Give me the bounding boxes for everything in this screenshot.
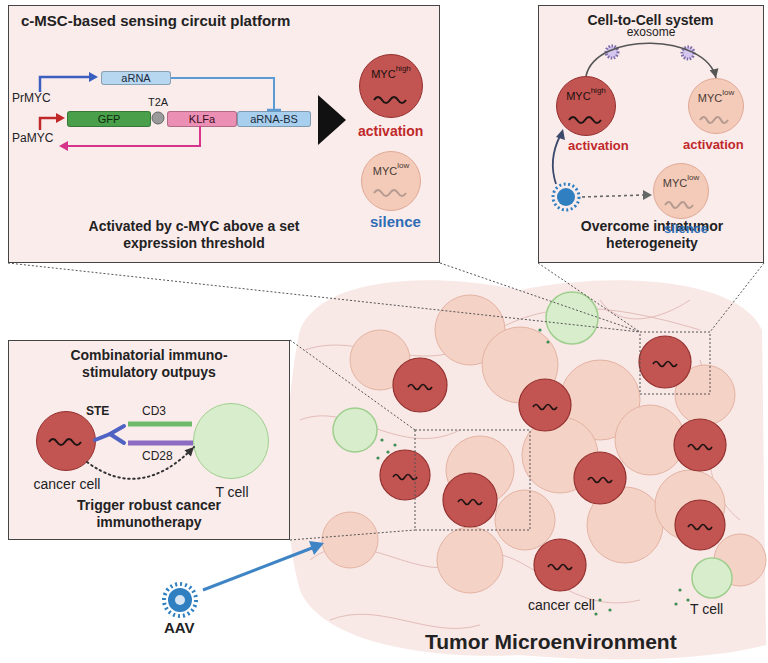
cell-name: cancer cell	[7, 476, 127, 492]
gene-name: MYC	[663, 177, 687, 189]
gene-name: MYC	[698, 92, 722, 104]
connector	[586, 43, 718, 78]
klfa-gene: KLFa	[167, 111, 237, 127]
failed-infection-arrow	[582, 190, 652, 200]
t-cells	[333, 292, 732, 598]
pr-myc-promoter	[40, 72, 98, 92]
low-myc-cells	[322, 295, 766, 593]
aav-virus	[164, 584, 196, 616]
cell-circle: T cell	[193, 403, 269, 479]
panel-heading: Cell-to-Cell system	[539, 12, 762, 29]
connector-line	[171, 78, 274, 110]
cell-name: T cell	[164, 484, 300, 500]
tumor-region	[287, 280, 766, 659]
infection-arrow	[553, 129, 565, 184]
myc-wave	[49, 439, 81, 445]
panel-box: c-MSC-based sensing circuit platformActi…	[8, 5, 440, 263]
myc-wave	[374, 97, 406, 103]
binding-site: aRNA-BS	[237, 111, 311, 127]
connector-line	[586, 43, 716, 78]
t2a-linker	[152, 112, 164, 124]
gene-label: GFP	[98, 113, 121, 125]
myc-wave	[700, 117, 728, 123]
stroma-fibers	[300, 300, 740, 628]
exosome-icons	[606, 46, 694, 59]
delivery-arrow	[203, 541, 324, 590]
cell-circle: MYClow	[653, 163, 709, 219]
level-superscript: high	[396, 64, 411, 73]
connector	[171, 78, 281, 110]
level-superscript: low	[722, 88, 734, 97]
panel-caption: Activated by c-MYC above a set expressio…	[69, 218, 319, 252]
gene-name: MYC	[566, 90, 590, 102]
pa-myc-promoter	[40, 113, 65, 130]
inhibition-bar	[267, 109, 281, 112]
cell-circle: cancer cell	[36, 411, 96, 471]
t-cell-receptors	[128, 424, 193, 443]
gene-label: aRNA	[121, 72, 150, 84]
arna-gene: aRNA	[101, 71, 171, 85]
myc-waves	[393, 362, 712, 570]
gene-name: MYC	[371, 68, 395, 80]
panel-box: Cell-to-Cell systemOvercome intratumor h…	[538, 5, 764, 263]
gene-label: KLFa	[189, 113, 215, 125]
arrow-head	[184, 447, 194, 457]
zoom-guides	[8, 263, 764, 540]
panel-box: Combinatorial immuno-stimulatory outpuys…	[8, 340, 290, 540]
klf-feedback	[59, 126, 200, 151]
high-myc-cells	[380, 336, 726, 591]
panel-heading: c-MSC-based sensing circuit platform	[21, 12, 431, 30]
cytokine-dots	[376, 328, 689, 615]
cell-circle: MYClow	[688, 78, 744, 134]
myc-wave	[569, 117, 601, 123]
gfp-gene: GFP	[67, 111, 151, 127]
gene-label: aRNA-BS	[250, 113, 298, 125]
aav-virus	[553, 184, 579, 210]
cell-circle: MYChigh	[556, 76, 616, 136]
panel-heading: Combinatorial immuno-stimulatory outpuys	[39, 347, 259, 381]
panel-caption: Trigger robust cancer immunotherapy	[39, 497, 259, 531]
level-superscript: low	[687, 173, 699, 182]
arrow-head	[710, 68, 719, 78]
level-superscript: low	[397, 161, 409, 170]
ste-engager	[95, 426, 124, 443]
vector-name: AAV	[164, 620, 195, 637]
cell-circle: MYClow	[361, 151, 421, 211]
connector-line	[87, 447, 194, 479]
cell-circle: MYChigh	[359, 54, 423, 118]
output-arrow	[318, 95, 346, 145]
myc-wave	[374, 190, 406, 196]
panel-caption: Overcome intratumor heterogeneity	[552, 218, 752, 252]
level-superscript: high	[591, 86, 606, 95]
gene-name: MYC	[373, 165, 397, 177]
connector	[87, 447, 194, 479]
myc-wave	[665, 202, 693, 208]
